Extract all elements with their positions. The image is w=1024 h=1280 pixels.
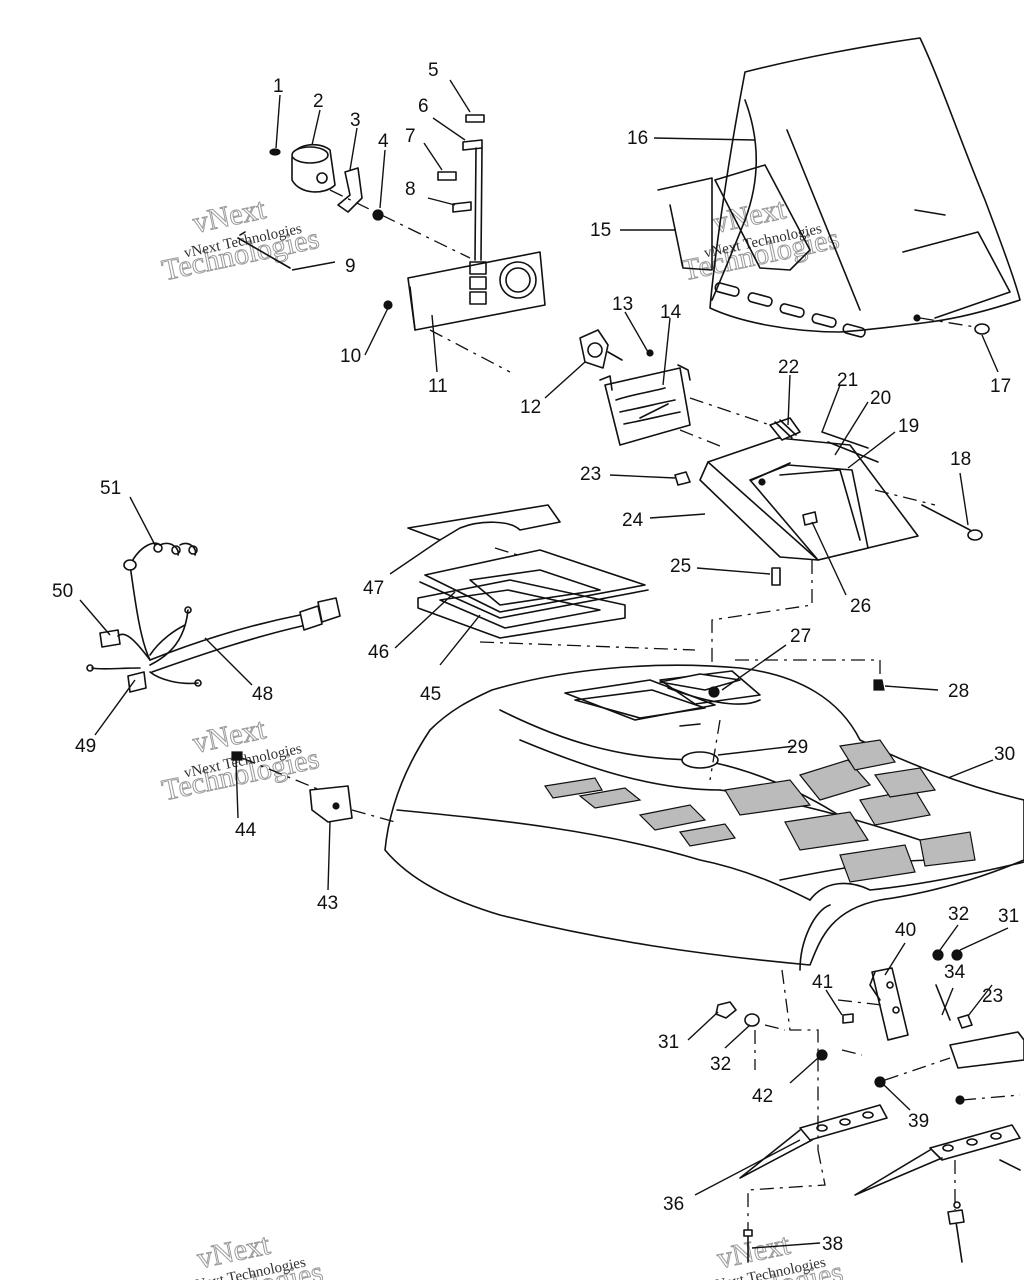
callout-46: 46 <box>368 642 389 663</box>
callout-7: 7 <box>405 126 416 147</box>
callout-30: 30 <box>994 744 1015 765</box>
callout-4: 4 <box>378 131 389 152</box>
callout-19: 19 <box>898 416 919 437</box>
callout-1: 1 <box>273 76 284 97</box>
headlight-socket-assembly <box>269 143 471 259</box>
lower-hardware-31-32 <box>715 949 1024 1105</box>
watermark-top-left: vNext Technologies vNext Technologies <box>159 192 323 288</box>
callout-20: 20 <box>870 388 891 409</box>
hood-30 <box>384 664 1024 971</box>
windshield <box>657 37 1021 338</box>
callout-27: 27 <box>790 626 811 647</box>
callout-13: 13 <box>612 294 633 315</box>
switch-assembly <box>437 114 485 261</box>
callout-14: 14 <box>660 302 682 323</box>
callout-15: 15 <box>590 220 611 241</box>
lower-bracket-40 <box>837 967 909 1056</box>
ski-plates-36 <box>739 1104 1021 1196</box>
callout-36: 36 <box>663 1194 684 1215</box>
callout-50: 50 <box>52 581 73 602</box>
lower-fasteners <box>743 1201 965 1263</box>
watermark-bottom-left: vNext Technologies vNext Technologies <box>163 1227 327 1280</box>
callout-18: 18 <box>950 449 971 470</box>
callout-47: 47 <box>363 578 384 599</box>
callout-32-right: 32 <box>948 904 969 925</box>
callout-23: 23 <box>580 464 601 485</box>
callout-43: 43 <box>317 893 338 914</box>
windshield-screw-17 <box>974 323 990 335</box>
hood-hardware <box>659 659 885 698</box>
callout-41: 41 <box>812 972 833 993</box>
watermark-bottom-right: vNext Technologies vNext Technologies <box>683 1227 847 1280</box>
headlight-unit-14 <box>599 349 771 449</box>
callout-5: 5 <box>428 60 439 81</box>
gasket-47 <box>407 504 561 566</box>
callouts <box>79 79 1009 1249</box>
callout-16: 16 <box>627 128 648 149</box>
hood-bracket-43 <box>231 751 396 823</box>
callout-2: 2 <box>313 91 324 112</box>
callout-17: 17 <box>990 376 1011 397</box>
vent-cover-46 <box>419 549 649 619</box>
bolt-9 <box>237 231 291 269</box>
callout-38: 38 <box>822 1234 843 1255</box>
callout-24: 24 <box>622 510 644 531</box>
callout-8: 8 <box>405 179 416 200</box>
callout-3: 3 <box>350 110 361 131</box>
callout-23-lower: 23 <box>982 986 1003 1007</box>
callout-49: 49 <box>75 736 96 757</box>
callout-12: 12 <box>520 397 541 418</box>
callout-28: 28 <box>948 681 969 702</box>
vent-frame-45 <box>417 579 696 651</box>
headlight-bulb-12 <box>579 329 623 369</box>
callout-21: 21 <box>837 370 858 391</box>
callout-31-right: 31 <box>998 906 1019 927</box>
callout-11: 11 <box>428 376 448 397</box>
lower-dashed-guides <box>747 969 956 1240</box>
callout-40: 40 <box>895 920 916 941</box>
callout-32-left: 32 <box>710 1054 731 1075</box>
callout-10: 10 <box>340 346 361 367</box>
callout-48: 48 <box>252 684 273 705</box>
callout-6: 6 <box>418 96 429 117</box>
callout-31-left: 31 <box>658 1032 679 1053</box>
callout-22: 22 <box>778 357 799 378</box>
lower-bolts <box>754 1030 951 1088</box>
callout-9: 9 <box>345 256 356 277</box>
callout-34: 34 <box>944 962 966 983</box>
callout-42: 42 <box>752 1086 773 1107</box>
headlight-pod <box>674 417 983 665</box>
dash-panel-11 <box>383 251 546 373</box>
callout-26: 26 <box>850 596 871 617</box>
callout-29: 29 <box>787 737 808 758</box>
callout-25: 25 <box>670 556 691 577</box>
callout-44: 44 <box>235 820 257 841</box>
callout-39: 39 <box>908 1111 929 1132</box>
callout-51: 51 <box>100 478 121 499</box>
hood-texture-panels <box>543 739 976 883</box>
wiring-harness <box>86 542 341 693</box>
callout-45: 45 <box>420 684 441 705</box>
windshield-vent-slots <box>714 282 866 338</box>
watermark-top-right: vNext Technologies vNext Technologies <box>679 192 843 288</box>
